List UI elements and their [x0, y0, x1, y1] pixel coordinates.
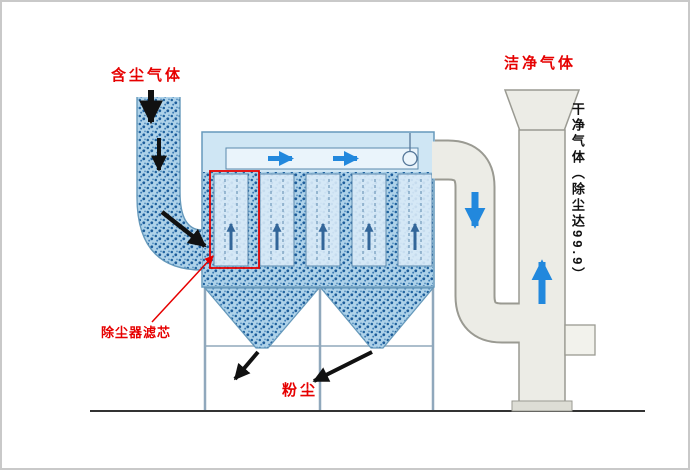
label-clean-gas: 洁净气体	[504, 55, 577, 72]
label-dusty-gas: 含尘气体	[111, 67, 184, 84]
hopper-right	[319, 287, 435, 349]
exhaust-stack	[503, 89, 581, 412]
label-filter-cartridge: 除尘器滤芯	[101, 325, 172, 340]
dust-fall-arrow-right	[312, 350, 373, 383]
filter-panel	[213, 173, 249, 267]
valve-icon	[402, 150, 418, 167]
hopper-left	[203, 287, 321, 349]
filter-panel	[259, 173, 295, 267]
filter-highlight-box	[209, 170, 260, 269]
filter-panel	[397, 173, 433, 267]
callout-leader-arrow	[151, 255, 214, 323]
filter-panel	[305, 173, 341, 267]
stack-base	[511, 400, 573, 412]
inlet-duct	[136, 97, 203, 271]
outlet-duct	[432, 139, 522, 344]
dusty-gas-elbow-arrow	[160, 210, 207, 248]
clean-air-manifold	[225, 147, 419, 170]
filter-panel	[351, 173, 387, 267]
label-dust: 粉尘	[282, 382, 319, 399]
dust-fall-arrow-left	[233, 350, 260, 381]
label-stack-note: 干净气体（除尘达99.9）	[569, 102, 585, 284]
access-box	[564, 324, 596, 356]
filter-panels	[213, 173, 433, 267]
support-frame	[203, 288, 435, 410]
